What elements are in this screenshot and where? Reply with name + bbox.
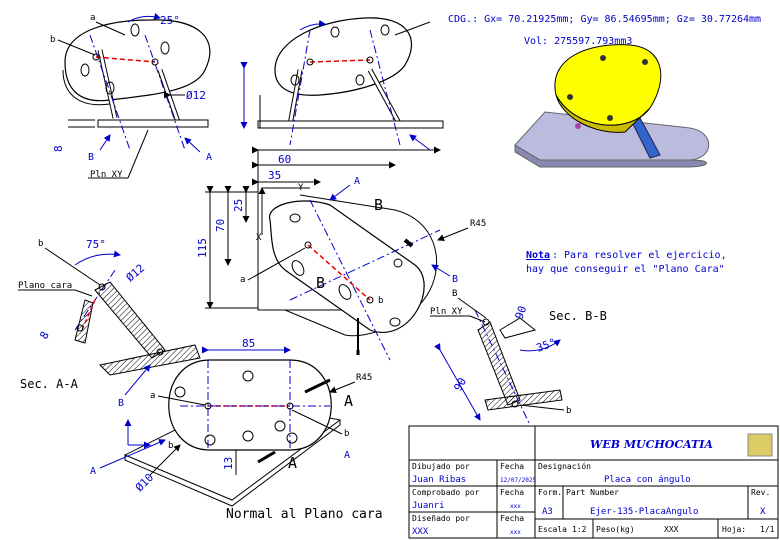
title-block: WEB MUCHOCATIA Dibujado por Juan Ribas F… bbox=[408, 425, 779, 539]
logo-text: WEB MUCHOCATIA bbox=[590, 438, 713, 451]
bottom-caption: Normal al Plano cara bbox=[226, 507, 383, 522]
label-a-bottom: a bbox=[150, 391, 155, 401]
checked-by-header: Comprobado por bbox=[412, 488, 480, 497]
cut-a1-bottom: A bbox=[344, 392, 353, 410]
date-header: Fecha bbox=[500, 462, 524, 471]
sec-a-bottom-left: A bbox=[90, 466, 96, 477]
drawn-by-header: Dibujado por bbox=[412, 462, 470, 471]
plano-cara-label: Plano cara bbox=[18, 281, 72, 291]
sheet-header: Hoja: bbox=[722, 525, 746, 534]
logo-icon bbox=[747, 433, 773, 457]
r45-center: R45 bbox=[470, 219, 486, 229]
r45-bottom: R45 bbox=[356, 373, 372, 383]
view-center: 60 35 25 70 115 R45 a b X Y A B B B bbox=[196, 150, 486, 361]
axis-x-center: X bbox=[256, 233, 262, 243]
label-a-center: a bbox=[240, 275, 245, 285]
dim-top-left-diam: Ø12 bbox=[186, 89, 206, 102]
date-value: 12/07/2025 bbox=[500, 477, 537, 484]
cut-b1-center: B bbox=[374, 196, 383, 214]
iso-render bbox=[514, 44, 710, 168]
sec-b-top-left: B bbox=[88, 152, 94, 163]
dim-sec-aa-angle: 75° bbox=[86, 238, 106, 251]
label-b1-bottom: b bbox=[344, 429, 349, 439]
designation-value: Placa con ángulo bbox=[604, 475, 691, 485]
label-b-sec-aa: b bbox=[38, 239, 43, 249]
dim-sec-aa-8: 8 bbox=[37, 329, 52, 341]
part-number-header: Part Number bbox=[566, 488, 619, 497]
note-label: Nota bbox=[526, 250, 550, 261]
label-b2-bottom: b bbox=[168, 441, 173, 451]
sec-a-top-left: A bbox=[206, 152, 212, 163]
dim-top-left-angle: 25° bbox=[160, 14, 180, 27]
form-value: A3 bbox=[542, 507, 553, 517]
drawn-by-value: Juan Ribas bbox=[412, 475, 466, 485]
scale-value: 1:2 bbox=[572, 525, 587, 534]
dim-sec-bb-90a: 90 bbox=[513, 304, 530, 321]
dim-sec-bb-90b: 90 bbox=[451, 376, 469, 394]
dim-bottom-10: Ø10 bbox=[133, 471, 156, 494]
weight-header: Peso(kg) bbox=[596, 525, 635, 534]
label-b-center: b bbox=[378, 296, 383, 306]
date2-header: Fecha bbox=[500, 488, 524, 497]
sec-b-center: B bbox=[452, 274, 458, 285]
label-b-sec-bb: B bbox=[452, 289, 457, 299]
dim-center-60: 60 bbox=[278, 153, 291, 166]
designed-by-header: Diseñado por bbox=[412, 514, 470, 523]
designation-header: Designación bbox=[538, 461, 591, 471]
pln-xy-top-left: Pln XY bbox=[90, 170, 123, 180]
sec-a-center: A bbox=[354, 176, 360, 187]
view-bottom: 85 R45 Ø10 13 a b b A A A A Normal al Pl… bbox=[90, 337, 383, 522]
dim-sec-aa-diam: Ø12 bbox=[124, 262, 148, 285]
form-header: Form. bbox=[538, 488, 562, 497]
cut-a2-bottom: A bbox=[288, 454, 297, 472]
volume-readout: Vol: 275597.793mm3 bbox=[524, 36, 632, 47]
sec-b-sec-aa: B bbox=[118, 398, 124, 409]
view-section-aa: 75° Ø12 8 Plano cara b B Sec. A-A bbox=[18, 238, 201, 409]
cog-readout: CDG.: Gx= 70.21925mm; Gy= 86.54695mm; Gz… bbox=[448, 14, 761, 25]
scale-header: Escala bbox=[538, 525, 567, 534]
sec-a-bottom: A bbox=[344, 450, 350, 461]
dim-center-115: 115 bbox=[196, 238, 209, 258]
note-line-1: : Para resolver el ejercicio, bbox=[552, 250, 727, 261]
dim-bottom-13: 13 bbox=[222, 457, 235, 470]
view-top-left: 25° Ø12 8 a b B A Pln XY bbox=[50, 12, 212, 180]
dim-sec-bb-35: 35° bbox=[535, 336, 558, 355]
dim-center-35: 35 bbox=[268, 169, 281, 182]
dim-center-70: 70 bbox=[214, 219, 227, 232]
sec-aa-title: Sec. A-A bbox=[20, 377, 79, 391]
date3-value: xxx bbox=[510, 529, 521, 536]
sec-bb-title: Sec. B-B bbox=[549, 309, 607, 323]
checked-by-value: Juanri bbox=[412, 501, 445, 511]
weight-value: XXX bbox=[664, 525, 679, 534]
rev-value: X bbox=[760, 507, 766, 517]
view-top-middle bbox=[240, 17, 444, 154]
part-number-value: Ejer-135-PlacaAngulo bbox=[590, 507, 698, 517]
date2-value: xxx bbox=[510, 503, 521, 510]
label-b2-sec-bb: b bbox=[566, 406, 571, 416]
date3-header: Fecha bbox=[500, 514, 524, 523]
rev-header: Rev. bbox=[751, 488, 770, 497]
designed-by-value: XXX bbox=[412, 527, 429, 537]
dim-top-left-8: 8 bbox=[52, 145, 65, 152]
dim-center-25: 25 bbox=[232, 199, 245, 212]
dim-bottom-85: 85 bbox=[242, 337, 255, 350]
label-a-top-left: a bbox=[90, 13, 95, 23]
cut-b2-center: B bbox=[316, 274, 325, 292]
view-section-bb: 90 35° 90 B b Pln XY Sec. B-B bbox=[430, 289, 607, 426]
sheet-value: 1/1 bbox=[760, 525, 775, 534]
note-line-2: hay que conseguir el "Plano Cara" bbox=[526, 264, 725, 275]
label-b-top-left: b bbox=[50, 35, 55, 45]
pln-xy-sec-bb: Pln XY bbox=[430, 307, 463, 317]
